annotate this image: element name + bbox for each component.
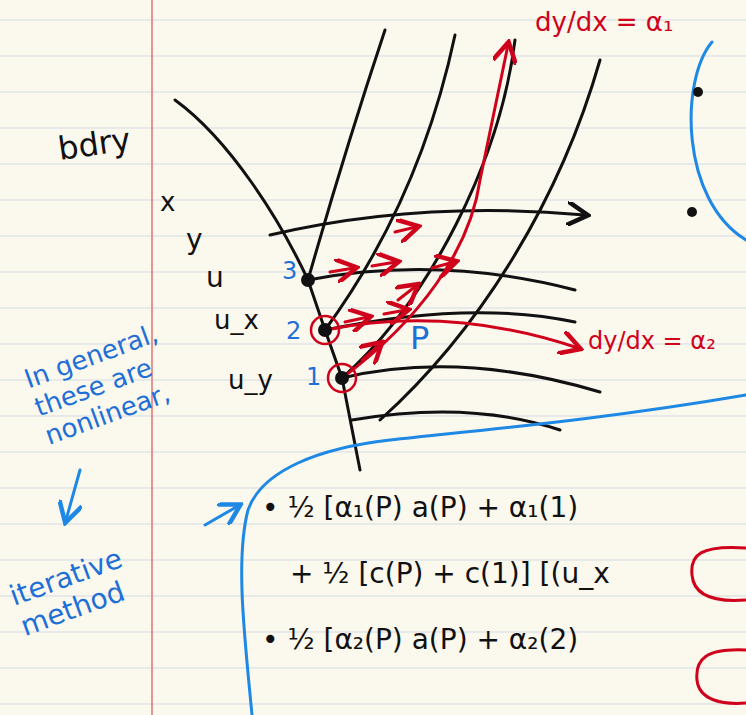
point-label: P xyxy=(410,320,429,357)
point-number: 3 xyxy=(282,258,297,286)
bullet-dots xyxy=(687,87,703,217)
equation-line: + ½ [c(P) + c(1)] [(u_x xyxy=(290,558,610,590)
variable-label: u_y xyxy=(228,366,273,396)
equation-line: • ½ [α₁(P) a(P) + α₁(1) xyxy=(262,492,578,524)
margin-note: iterative method xyxy=(6,531,169,643)
variable-label: y xyxy=(186,224,203,256)
point-number: 1 xyxy=(306,364,321,392)
slope-equation: dy/dx = α₁ xyxy=(535,8,673,38)
paper-lines xyxy=(0,20,746,704)
margin-note: In general, these are nonlinear, xyxy=(21,299,240,452)
grid-points xyxy=(301,273,356,392)
equation-line: • ½ [α₂(P) a(P) + α₂(2) xyxy=(262,624,578,656)
point-number: 2 xyxy=(286,318,301,346)
characteristic-net xyxy=(175,30,600,470)
red-circles xyxy=(692,547,746,703)
red-characteristics xyxy=(325,45,578,378)
boundary-label: bdry xyxy=(56,121,133,168)
variable-label: u xyxy=(206,262,224,294)
variable-label: u_x xyxy=(214,306,259,336)
slope-equation: dy/dx = α₂ xyxy=(588,328,716,356)
variable-label: x xyxy=(160,188,175,218)
